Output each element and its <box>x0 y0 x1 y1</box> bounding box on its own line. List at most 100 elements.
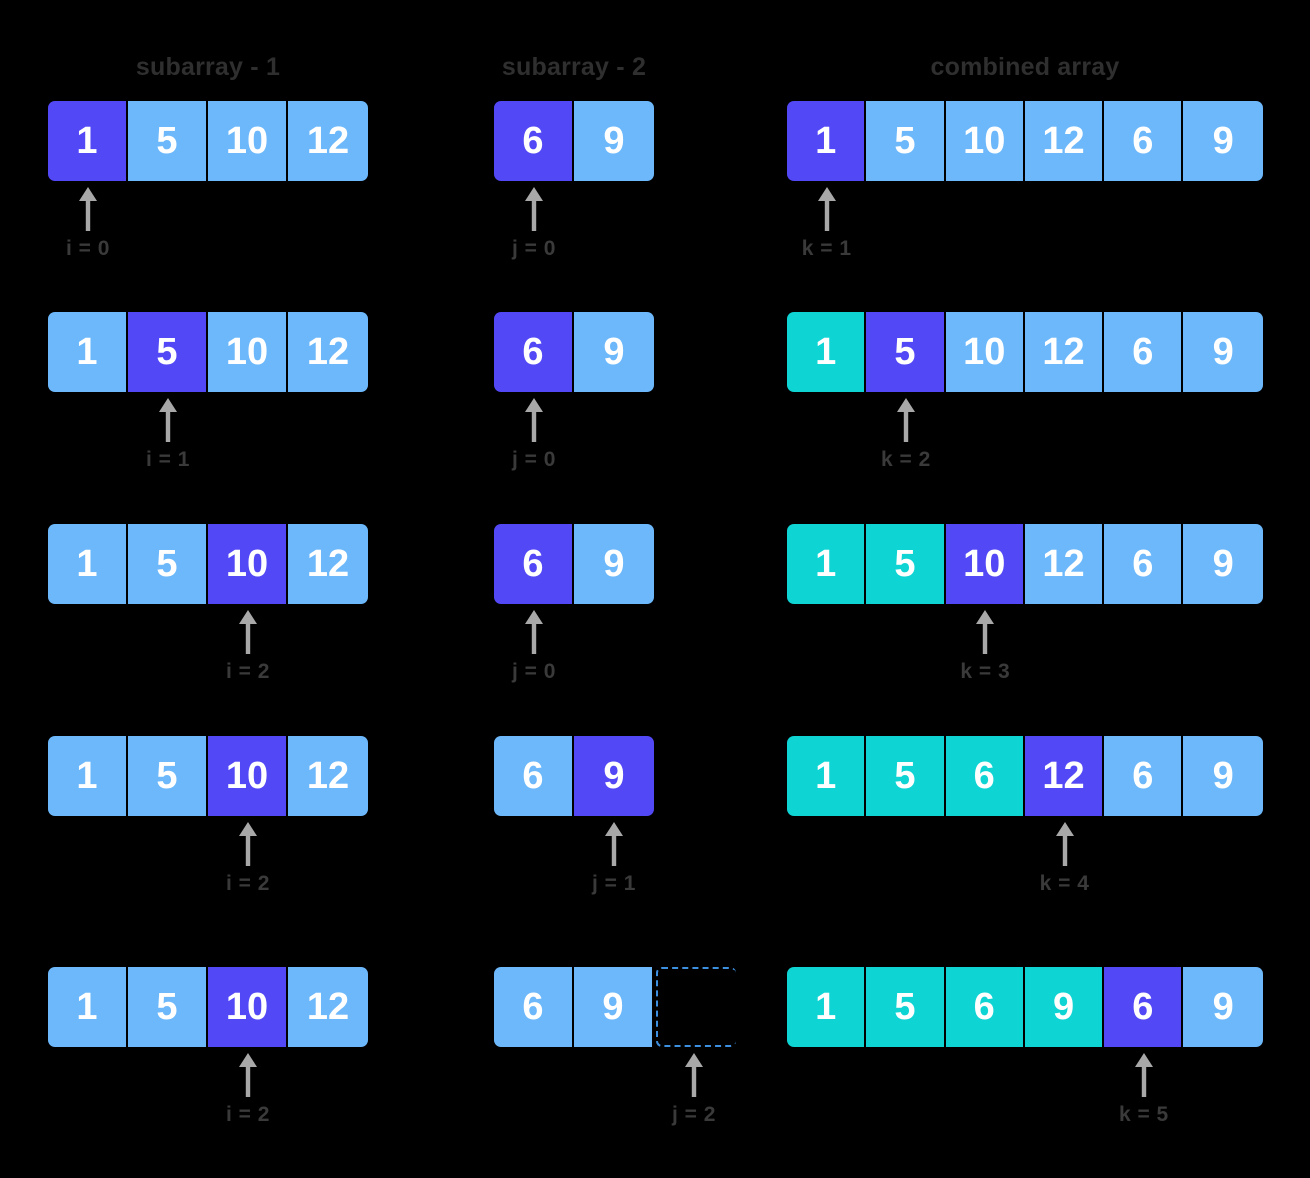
pointer-label: i = 0 <box>66 237 110 260</box>
array-cell[interactable]: 9 <box>1183 101 1263 181</box>
up-arrow-icon <box>817 187 836 231</box>
array-cell[interactable]: 1 <box>787 312 867 392</box>
up-arrow-icon <box>239 610 257 654</box>
up-arrow-icon <box>896 398 915 442</box>
array-cell[interactable]: 5 <box>866 736 946 816</box>
array-cell[interactable]: 10 <box>208 312 288 392</box>
array-cell[interactable]: 6 <box>1104 736 1184 816</box>
pointer-subarray-2-step-1: j = 0 <box>494 185 574 261</box>
array-cell[interactable]: 1 <box>787 101 867 181</box>
array-cell[interactable]: 9 <box>1183 967 1263 1047</box>
pointer-subarray-2-step-2: j = 0 <box>494 396 574 472</box>
array-cell[interactable]: 1 <box>48 736 128 816</box>
array-cell[interactable]: 5 <box>866 967 946 1047</box>
pointer-subarray-1-step-3: i = 2 <box>208 608 288 684</box>
array-cell[interactable]: 6 <box>1104 524 1184 604</box>
array-cell[interactable]: 12 <box>1024 736 1105 816</box>
array-cell[interactable]: 12 <box>288 736 368 816</box>
array-cell[interactable]: 10 <box>208 967 288 1047</box>
array-cell[interactable]: 9 <box>1183 524 1263 604</box>
array-cell[interactable]: 1 <box>787 967 867 1047</box>
array-cell-empty[interactable] <box>656 967 736 1047</box>
array-cell[interactable]: 1 <box>48 312 128 392</box>
array-cell[interactable]: 1 <box>787 736 867 816</box>
array-cell[interactable]: 6 <box>945 967 1025 1047</box>
up-arrow-icon <box>525 610 543 654</box>
array-cell[interactable]: 6 <box>945 736 1025 816</box>
up-arrow-icon <box>525 398 543 442</box>
column-header-combined-array: combined array <box>930 53 1120 81</box>
array-cell[interactable]: 9 <box>574 967 654 1047</box>
array-cell[interactable]: 9 <box>574 101 654 181</box>
array-cell[interactable]: 9 <box>1183 736 1263 816</box>
array-cell[interactable]: 12 <box>1024 101 1105 181</box>
array-cell[interactable]: 12 <box>1024 312 1105 392</box>
array-cell[interactable]: 6 <box>494 967 574 1047</box>
array-cell[interactable]: 10 <box>208 101 288 181</box>
array-cell[interactable]: 10 <box>945 101 1025 181</box>
array-cell[interactable]: 6 <box>1104 967 1184 1047</box>
array-cell[interactable]: 5 <box>866 524 946 604</box>
array-cell[interactable]: 9 <box>574 312 654 392</box>
array-cell[interactable]: 12 <box>288 101 368 181</box>
array-cell[interactable]: 10 <box>945 312 1025 392</box>
up-arrow-icon <box>525 187 543 231</box>
array-cell[interactable]: 6 <box>1104 101 1184 181</box>
array-cell[interactable]: 1 <box>787 524 867 604</box>
array-cell[interactable]: 5 <box>128 312 208 392</box>
pointer-label: i = 1 <box>146 448 190 471</box>
array-cell[interactable]: 10 <box>208 524 288 604</box>
pointer-subarray-1-step-2: i = 1 <box>128 396 208 472</box>
array-cell[interactable]: 9 <box>1183 312 1263 392</box>
array-cell[interactable]: 9 <box>574 736 654 816</box>
pointer-label: k = 5 <box>1118 1103 1169 1126</box>
array-cell[interactable]: 5 <box>128 967 208 1047</box>
array-cell[interactable]: 12 <box>288 524 368 604</box>
pointer-combined-array-step-5: k = 5 <box>1104 1051 1183 1127</box>
array-cell[interactable]: 12 <box>288 967 368 1047</box>
array-cell[interactable]: 1 <box>48 524 128 604</box>
pointer-combined-array-step-3: k = 3 <box>946 608 1025 684</box>
array-cell[interactable]: 1 <box>48 101 128 181</box>
array-cell[interactable]: 12 <box>1024 524 1105 604</box>
pointer-label: j = 0 <box>512 237 556 260</box>
up-arrow-icon <box>159 398 177 442</box>
up-arrow-icon <box>79 187 97 231</box>
up-arrow-icon <box>685 1053 703 1097</box>
array-cell[interactable]: 9 <box>1024 967 1105 1047</box>
up-arrow-icon <box>976 610 995 654</box>
pointer-subarray-2-step-5: j = 2 <box>654 1051 734 1127</box>
up-arrow-icon <box>1055 822 1074 866</box>
pointer-subarray-1-step-5: i = 2 <box>208 1051 288 1127</box>
array-cell[interactable]: 1 <box>48 967 128 1047</box>
array-cell[interactable]: 6 <box>494 101 574 181</box>
up-arrow-icon <box>605 822 623 866</box>
array-cell[interactable]: 5 <box>866 312 946 392</box>
array-cell[interactable]: 6 <box>494 524 574 604</box>
array-cell[interactable]: 5 <box>128 524 208 604</box>
array-cell[interactable]: 6 <box>494 736 574 816</box>
up-arrow-icon <box>239 1053 257 1097</box>
array-cell[interactable]: 5 <box>866 101 946 181</box>
array-cell[interactable]: 5 <box>128 736 208 816</box>
array-cell[interactable]: 10 <box>208 736 288 816</box>
array-cell[interactable]: 6 <box>1104 312 1184 392</box>
pointer-label: i = 2 <box>226 660 270 683</box>
pointer-label: k = 1 <box>801 237 852 260</box>
array-cell[interactable]: 10 <box>945 524 1025 604</box>
array-cell[interactable]: 9 <box>574 524 654 604</box>
array-cell[interactable]: 12 <box>288 312 368 392</box>
array-cell[interactable]: 6 <box>494 312 574 392</box>
pointer-label: k = 2 <box>881 448 931 471</box>
array-cell[interactable]: 5 <box>128 101 208 181</box>
